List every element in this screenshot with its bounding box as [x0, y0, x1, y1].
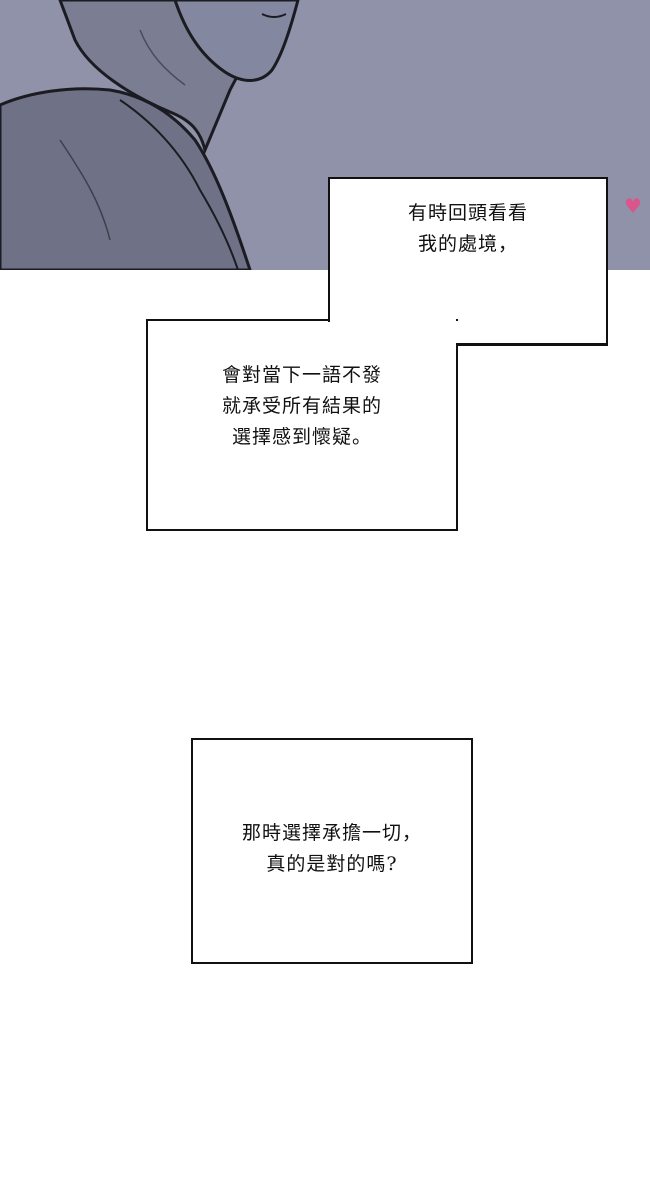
border-segment: [456, 343, 608, 345]
caption-box-1: 有時回頭看看 我的處境，: [328, 177, 608, 346]
caption-line: 就承受所有結果的: [221, 394, 382, 417]
border-segment: [328, 319, 330, 322]
caption-text-2: 會對當下一語不發 就承受所有結果的 選擇感到懷疑。: [222, 360, 382, 453]
border-segment: [456, 343, 458, 355]
caption-line: 我的處境，: [417, 232, 518, 255]
caption-line: 會對當下一語不發: [221, 363, 382, 386]
border-mask: [330, 319, 456, 322]
illustration-panel: fuhouse ♥: [0, 0, 650, 270]
caption-box-2: 會對當下一語不發 就承受所有結果的 選擇感到懷疑。: [146, 319, 458, 531]
caption-line: 真的是對的嗎?: [266, 853, 398, 875]
border-mask: [456, 321, 606, 344]
caption-line: 選擇感到懷疑。: [231, 425, 372, 448]
caption-line: 那時選擇承擔一切，: [241, 822, 422, 844]
caption-text-3: 那時選擇承擔一切， 真的是對的嗎?: [242, 818, 422, 880]
caption-box-3: 那時選擇承擔一切， 真的是對的嗎?: [191, 738, 473, 964]
border-mask: [330, 321, 456, 344]
heart-icon: ♥: [624, 194, 642, 218]
caption-line: 有時回頭看看: [407, 201, 528, 224]
character-illustration: [0, 0, 650, 270]
caption-text-1: 有時回頭看看 我的處境，: [408, 198, 528, 260]
